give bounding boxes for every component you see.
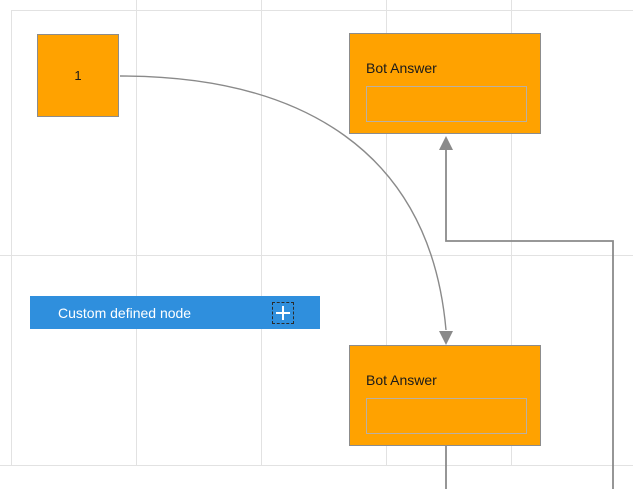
node-title: Bot Answer (366, 60, 437, 76)
node-message-slot[interactable] (366, 86, 527, 122)
node-bot-answer-top[interactable]: Bot Answer (349, 33, 541, 134)
node-bot-answer-bottom[interactable]: Bot Answer (349, 345, 541, 446)
node-title: Bot Answer (366, 372, 437, 388)
node-start[interactable]: 1 (37, 34, 119, 117)
custom-defined-node-label: Custom defined node (58, 304, 192, 321)
custom-defined-node-item[interactable]: Custom defined node (30, 296, 320, 329)
node-message-slot[interactable] (366, 398, 527, 434)
plus-icon[interactable] (272, 301, 294, 324)
node-start-label: 1 (74, 68, 82, 83)
